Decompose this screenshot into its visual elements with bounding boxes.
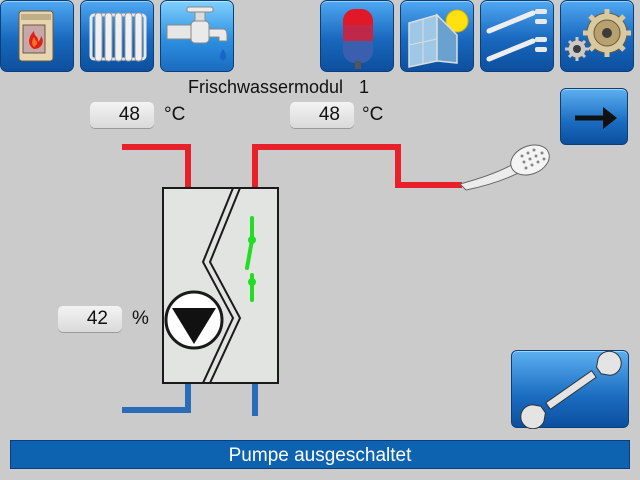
- service-button[interactable]: [511, 350, 629, 429]
- storage-tank-icon: [343, 9, 373, 69]
- wrench-icon: [520, 351, 622, 429]
- toolbar-pipes-button[interactable]: [480, 0, 554, 72]
- toolbar-boiler-button[interactable]: [0, 0, 74, 72]
- hot-pipe-outlet: [252, 144, 462, 190]
- page-title: Frischwassermodul 1: [188, 77, 369, 98]
- toolbar-water-tap-button[interactable]: [160, 0, 234, 72]
- hot-pipe-supply: [122, 144, 191, 190]
- arrow-right-icon: [575, 107, 617, 129]
- outlet-temperature-field[interactable]: 48: [290, 102, 354, 128]
- supply-temperature-unit: °C: [164, 104, 186, 125]
- outlet-temperature-unit: °C: [362, 104, 384, 125]
- supply-temperature-field[interactable]: 48: [90, 102, 154, 128]
- pipes-icon: [486, 9, 547, 62]
- heat-exchanger: [162, 187, 279, 384]
- settings-gears-icon: [565, 9, 631, 61]
- next-page-button[interactable]: [560, 88, 628, 145]
- cold-pipe-return: [122, 383, 191, 413]
- boiler-flame-icon: [18, 10, 54, 62]
- status-bar: Pumpe ausgeschaltet: [10, 440, 630, 469]
- toolbar-storage-tank-button[interactable]: [320, 0, 394, 72]
- water-tap-icon: [166, 6, 228, 61]
- toolbar-radiator-button[interactable]: [80, 0, 154, 72]
- toolbar-solar-button[interactable]: [400, 0, 474, 72]
- radiator-icon: [89, 12, 147, 62]
- shower-head-icon: [459, 144, 550, 191]
- module-title: Frischwassermodul: [188, 77, 344, 97]
- pump-speed-unit: %: [132, 308, 149, 329]
- pump-icon[interactable]: [164, 290, 224, 350]
- toolbar-settings-button[interactable]: [560, 0, 634, 72]
- pump-speed-field[interactable]: 42: [58, 306, 122, 332]
- solar-panel-icon: [408, 9, 469, 68]
- flow-switch-icon: [245, 216, 256, 302]
- module-number: 1: [359, 77, 370, 97]
